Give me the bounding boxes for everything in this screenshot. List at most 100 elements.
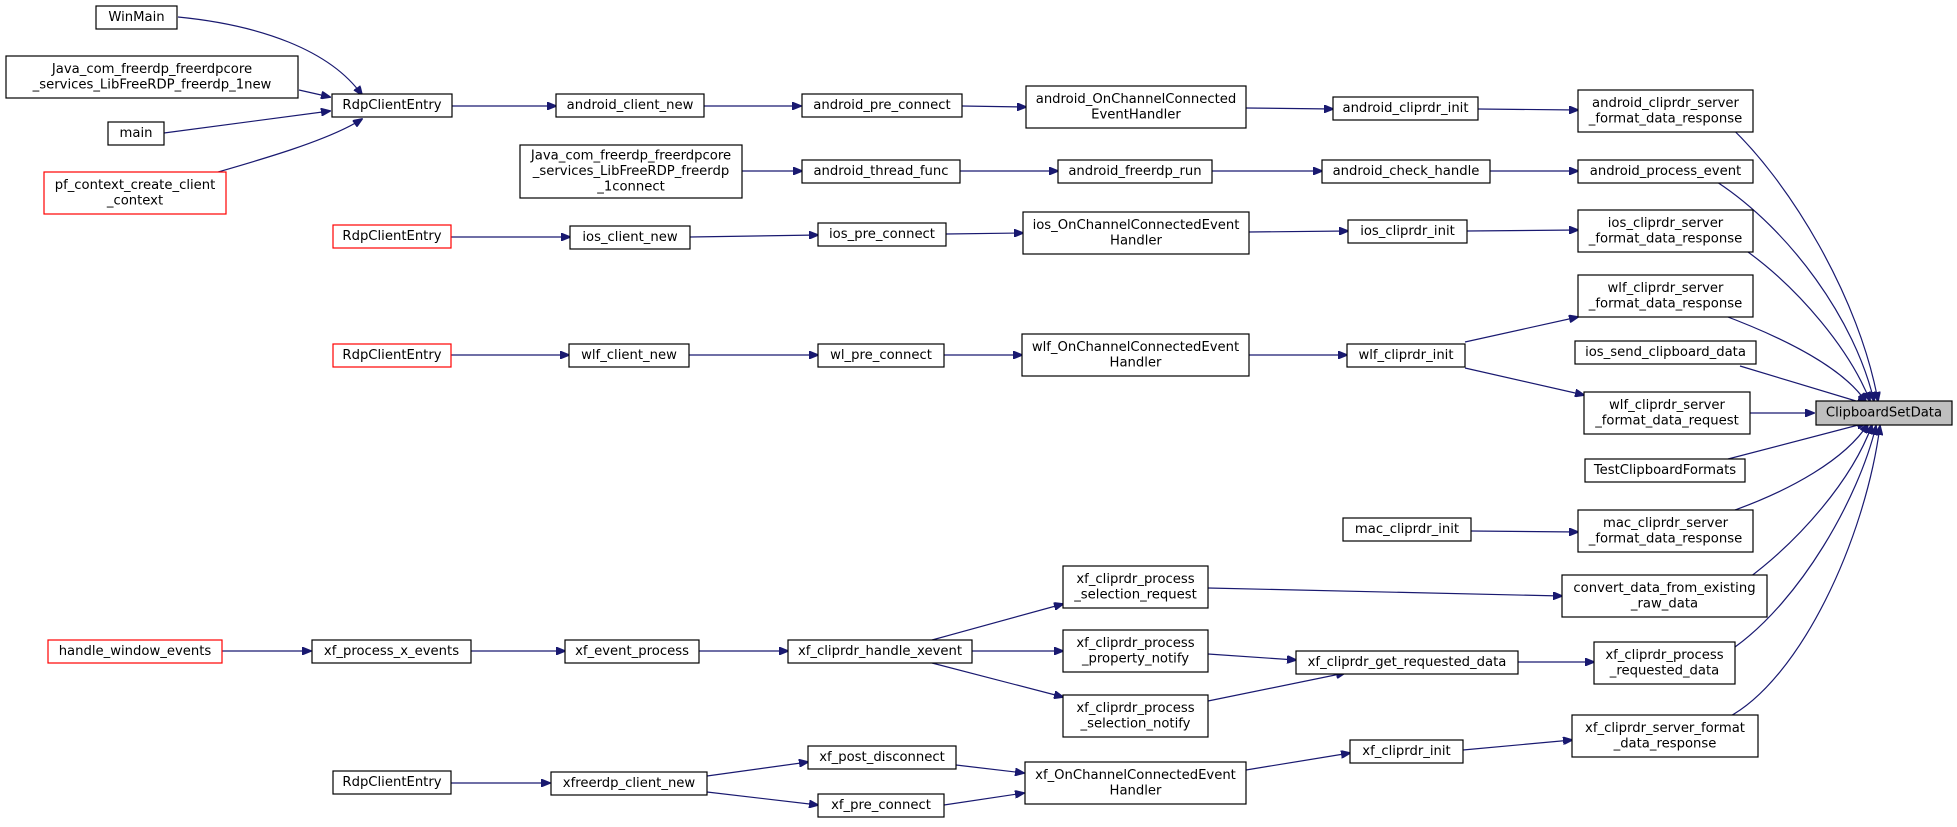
node-label-line: pf_context_create_client	[55, 178, 216, 193]
node-wlf-client-new[interactable]: wlf_client_new	[568, 343, 690, 368]
edge-androidfdr-target	[1723, 120, 1878, 401]
edge-xfselectionrequest-convertdata	[1207, 587, 1562, 596]
node-ios-send-clipboard-data[interactable]: ios_send_clipboard_data	[1574, 340, 1757, 365]
edges	[163, 16, 1880, 806]
node-winmain[interactable]: WinMain	[95, 5, 178, 30]
edge-macfdr-target	[1734, 424, 1868, 511]
node-handle-window-events[interactable]: handle_window_events	[47, 639, 223, 664]
node-wl-pre-connect[interactable]: wl_pre_connect	[817, 343, 945, 368]
node-label-line: xf_OnChannelConnectedEvent	[1035, 768, 1236, 783]
node-label-line: wlf_client_new	[581, 348, 677, 363]
node-clipboard-set-data[interactable]: ClipboardSetData	[1815, 400, 1953, 426]
node-box	[1332, 96, 1479, 121]
node-label-line: xf_process_x_events	[324, 644, 459, 659]
node-xfreerdp-client-new[interactable]: xfreerdp_client_new	[550, 771, 708, 796]
node-box	[801, 159, 961, 184]
node-xf-process-selection-request[interactable]: xf_cliprdr_process_selection_request	[1062, 565, 1209, 609]
node-android-client-new[interactable]: android_client_new	[555, 93, 705, 118]
node-label-line: _format_data_response	[1588, 296, 1742, 311]
edge-androidonchannel-androidcliprdrinit	[1245, 108, 1333, 109]
edge-convertdata-target	[1745, 425, 1872, 581]
node-convert-data-from-existing-raw-data[interactable]: convert_data_from_existing_raw_data	[1561, 574, 1768, 618]
node-box	[1577, 209, 1754, 253]
node-box	[1583, 391, 1751, 435]
node-android-freerdp-run[interactable]: android_freerdp_run	[1057, 159, 1213, 184]
node-label-line: Handler	[1110, 355, 1163, 370]
edge-winmain-rdp1	[177, 16, 362, 95]
node-xf-pre-connect[interactable]: xf_pre_connect	[817, 793, 945, 818]
node-android-cliprdr-init[interactable]: android_cliprdr_init	[1332, 96, 1479, 121]
node-label-line: _selection_notify	[1080, 716, 1191, 731]
node-mac-cliprdr-server-format-data-response[interactable]: mac_cliprdr_server_format_data_response	[1577, 509, 1754, 553]
node-box	[787, 639, 973, 664]
node-label-line: _services_LibFreeRDP_freerdp_1new	[32, 77, 272, 92]
node-xf-cliprdr-process-requested-data[interactable]: xf_cliprdr_process_requested_data	[1593, 641, 1736, 685]
node-android-check-handle[interactable]: android_check_handle	[1321, 159, 1491, 184]
node-xf-cliprdr-server-format-data-response[interactable]: xf_cliprdr_server_format_data_response	[1571, 714, 1759, 758]
node-box	[1349, 739, 1464, 764]
node-ios-cliprdr-init[interactable]: ios_cliprdr_init	[1347, 219, 1468, 244]
node-android-process-event[interactable]: android_process_event	[1577, 159, 1754, 184]
node-java-freerdp-connect[interactable]: Java_com_freerdp_freerdpcore_services_Li…	[519, 144, 743, 199]
node-box	[95, 5, 178, 30]
node-xf-cliprdr-init[interactable]: xf_cliprdr_init	[1349, 739, 1464, 764]
node-xf-post-disconnect[interactable]: xf_post_disconnect	[807, 745, 957, 770]
node-rdp-client-entry-2[interactable]: RdpClientEntry	[332, 224, 452, 249]
node-xf-process-selection-notify[interactable]: xf_cliprdr_process_selection_notify	[1062, 694, 1209, 738]
node-rdp-client-entry-3[interactable]: RdpClientEntry	[332, 343, 452, 368]
node-label-line: ios_cliprdr_server	[1608, 216, 1724, 231]
node-label-line: _property_notify	[1081, 651, 1189, 666]
node-box	[1346, 343, 1466, 368]
node-label-line: Handler	[1110, 233, 1163, 248]
node-android-thread-func[interactable]: android_thread_func	[801, 159, 961, 184]
node-label-line: xf_cliprdr_handle_xevent	[798, 644, 962, 659]
node-ios-cliprdr-server-format-data-response[interactable]: ios_cliprdr_server_format_data_response	[1577, 209, 1754, 253]
node-label-line: android_cliprdr_server	[1592, 96, 1739, 111]
node-wlf-cliprdr-server-format-data-request[interactable]: wlf_cliprdr_server_format_data_request	[1583, 391, 1751, 435]
node-test-clipboard-formats[interactable]: TestClipboardFormats	[1584, 458, 1746, 483]
node-rdp-client-entry-4[interactable]: RdpClientEntry	[332, 770, 452, 795]
nodes: WinMain Java_com_freerdp_freerdpcore_ser…	[5, 5, 1953, 818]
edge-xffdr-target	[1726, 426, 1880, 719]
node-ios-client-new[interactable]: ios_client_new	[569, 225, 691, 250]
node-box	[1057, 159, 1213, 184]
edge-iospreconnect-iosonchannel	[945, 233, 1023, 234]
node-xf-cliprdr-handle-xevent[interactable]: xf_cliprdr_handle_xevent	[787, 639, 973, 664]
node-box	[555, 93, 705, 118]
node-pf-context-create-client-context[interactable]: pf_context_create_client_context	[43, 171, 227, 215]
node-box	[1062, 629, 1209, 673]
node-xf-cliprdr-get-requested-data[interactable]: xf_cliprdr_get_requested_data	[1295, 650, 1519, 675]
edge-androidpreconnect-androidonchannel	[961, 106, 1026, 107]
node-label-line: Handler	[1110, 783, 1163, 798]
node-ios-pre-connect[interactable]: ios_pre_connect	[817, 222, 947, 247]
edge-iosonchannel-ioscliprdrinit	[1248, 231, 1348, 232]
edge-xfhandlexevent-xfselectionrequest	[931, 604, 1063, 641]
node-android-pre-connect[interactable]: android_pre_connect	[801, 93, 963, 118]
node-label-line: android_freerdp_run	[1068, 164, 1201, 179]
edge-iosclientnew-iospreconnect	[689, 235, 818, 237]
node-label-line: wlf_cliprdr_init	[1358, 348, 1453, 363]
edge-xfpreconnect-xfonchannel	[943, 793, 1024, 806]
node-label-line: _requested_data	[1609, 663, 1720, 678]
node-xf-process-x-events[interactable]: xf_process_x_events	[311, 639, 472, 664]
node-wlf-cliprdr-init[interactable]: wlf_cliprdr_init	[1346, 343, 1466, 368]
node-xf-process-property-notify[interactable]: xf_cliprdr_process_property_notify	[1062, 629, 1209, 673]
node-mac-cliprdr-init[interactable]: mac_cliprdr_init	[1342, 517, 1472, 542]
node-wlf-cliprdr-server-format-data-response[interactable]: wlf_cliprdr_server_format_data_response	[1577, 274, 1754, 318]
node-rdp-client-entry-1[interactable]: RdpClientEntry	[331, 93, 453, 118]
node-label-line: _data_response	[1613, 736, 1717, 751]
node-java-freerdp-new[interactable]: Java_com_freerdp_freerdpcore_services_Li…	[5, 55, 299, 99]
node-label-line: xf_pre_connect	[831, 798, 931, 813]
node-label-line: convert_data_from_existing	[1573, 581, 1755, 596]
node-android-cliprdr-server-format-data-response[interactable]: android_cliprdr_server_format_data_respo…	[1577, 89, 1754, 133]
node-box	[1021, 333, 1250, 377]
node-main[interactable]: main	[107, 121, 165, 146]
edge-xfprocessrequested-target	[1734, 426, 1876, 648]
node-label-line: Java_com_freerdp_freerdpcore	[530, 149, 731, 164]
node-label-line: android_OnChannelConnected	[1036, 92, 1237, 107]
node-xf-event-process[interactable]: xf_event_process	[564, 639, 700, 664]
